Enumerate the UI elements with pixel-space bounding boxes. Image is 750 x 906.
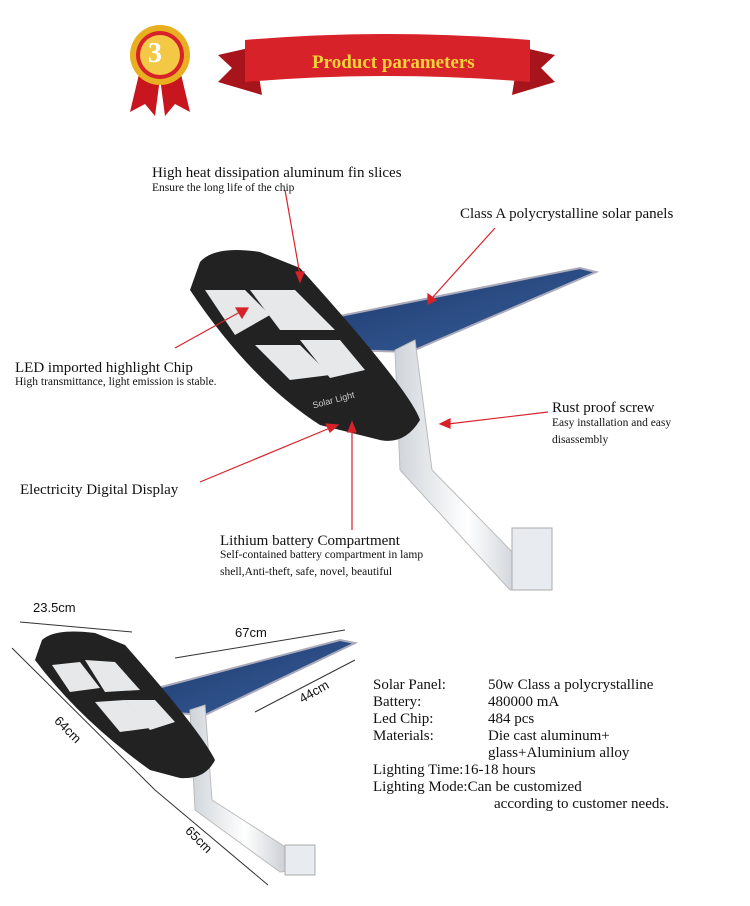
- text: Materials:: [373, 728, 434, 744]
- dimension-lines: [11, 621, 356, 886]
- spec-row-cont: glass+Aluminium alloy: [488, 745, 630, 761]
- callout-screw-title: Rust proof screw: [552, 400, 655, 416]
- text: Lighting Time:: [373, 762, 464, 778]
- dim-head-width: 23.5cm: [33, 600, 76, 615]
- lamp-small: [35, 631, 359, 876]
- text: 16-18 hours: [463, 762, 536, 778]
- callout-led-title: LED imported highlight Chip: [15, 360, 193, 376]
- spec-row: Lighting Time:16-18 hours: [373, 762, 536, 779]
- callout-arrows: [174, 189, 549, 530]
- text: Can be customized: [467, 779, 582, 795]
- text: Die cast aluminum+: [488, 728, 610, 744]
- spec-row: Led Chip: 484 pcs: [373, 711, 534, 728]
- spec-row: Materials: Die cast aluminum+: [373, 728, 610, 745]
- banner-title: Product parameters: [312, 52, 475, 73]
- callout-led-desc: High transmittance, light emission is st…: [15, 376, 217, 388]
- spec-row: Solar Panel: 50w Class a polycrystalline: [373, 677, 653, 694]
- text: Lighting Mode:: [373, 779, 468, 795]
- badge-number: 3: [148, 38, 162, 69]
- callout-battery-title: Lithium battery Compartment: [220, 533, 400, 549]
- text: Solar Panel:: [373, 677, 446, 693]
- callout-solar-title: Class A polycrystalline solar panels: [460, 206, 674, 222]
- callout-display-title: Electricity Digital Display: [20, 482, 179, 498]
- spec-row-cont: according to customer needs.: [494, 796, 669, 812]
- medal-badge: [130, 25, 190, 116]
- callout-screw-desc: Easy installation and easy disassembly: [552, 417, 672, 446]
- callout-battery-desc: Self-contained battery compartment in la…: [220, 549, 424, 578]
- text: 50w Class a polycrystalline: [488, 677, 654, 693]
- text: Battery:: [373, 694, 422, 710]
- text: 484 pcs: [488, 711, 535, 727]
- spec-row: Lighting Mode:Can be customized: [373, 779, 582, 796]
- dim-panel-width: 67cm: [235, 625, 267, 640]
- banner-ribbon: [218, 34, 555, 95]
- spec-row: Battery: 480000 mA: [373, 694, 559, 711]
- callout-fin-title: High heat dissipation aluminum fin slice…: [152, 165, 402, 181]
- callout-fin-desc: Ensure the long life of the chip: [152, 182, 295, 194]
- text: Led Chip:: [373, 711, 434, 727]
- lamp-large: [190, 249, 600, 591]
- text: 480000 mA: [488, 694, 560, 710]
